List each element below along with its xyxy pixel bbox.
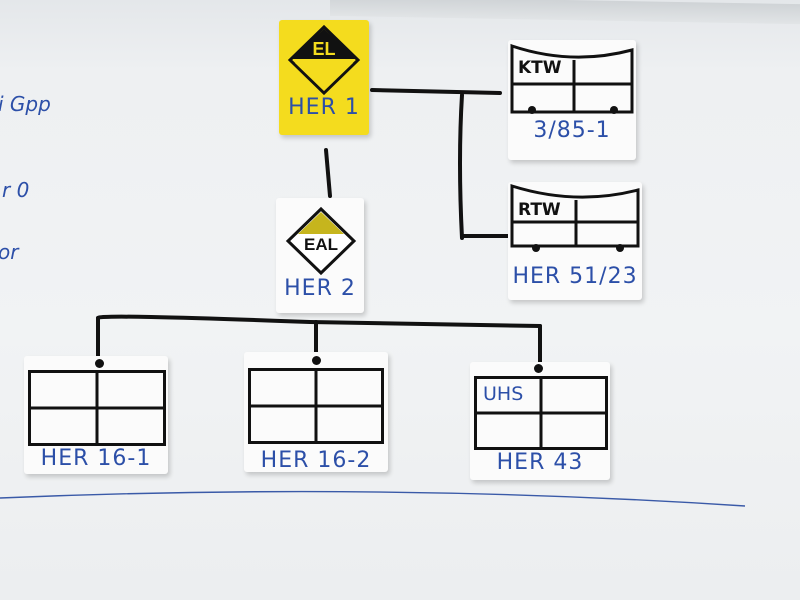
unit-grid xyxy=(248,368,384,444)
edge-note-1: i Gpp xyxy=(0,92,51,116)
unit-label-her16-1: HER 16-1 xyxy=(40,446,152,471)
connector-dot xyxy=(312,356,321,365)
connector-dot xyxy=(95,359,104,368)
unit-magnet-her16-2[interactable]: HER 16-2 xyxy=(244,352,388,473)
unit-inner-text-uhs: UHS xyxy=(483,383,524,405)
rtw-vehicle-icon xyxy=(510,183,640,252)
vehicle-label-rtw: HER 51/23 xyxy=(512,264,638,289)
line-el-to-vehicles xyxy=(370,88,502,95)
vehicle-label-ktw: 3/85-1 xyxy=(533,118,611,143)
unit-label-her43: HER 43 xyxy=(496,450,584,475)
el-diamond-icon: EL xyxy=(287,24,361,96)
el-symbol: EL xyxy=(312,39,335,59)
vehicle-magnet-rtw[interactable]: RTW HER 51/23 xyxy=(508,182,642,300)
commander-magnet-her2[interactable]: EAL HER 2 xyxy=(276,198,364,313)
ktw-vehicle-icon xyxy=(510,43,634,114)
eal-symbol: EAL xyxy=(304,235,338,254)
rtw-type: RTW xyxy=(518,200,561,220)
unit-label-her16-2: HER 16-2 xyxy=(260,448,372,473)
commander-label-her1: HER 1 xyxy=(288,95,360,120)
unit-magnet-her16-1[interactable]: HER 16-1 xyxy=(24,356,168,474)
eal-diamond-icon: EAL xyxy=(285,206,357,276)
whiteboard-marker-line xyxy=(0,490,746,507)
commander-label-her2: HER 2 xyxy=(284,276,356,301)
unit-grid xyxy=(28,370,166,446)
vehicle-magnet-ktw[interactable]: KTW 3/85-1 xyxy=(508,40,636,160)
line-vehicles-trunk xyxy=(458,93,464,240)
unit-magnet-her43[interactable]: UHS HER 43 xyxy=(470,362,610,480)
unit-grid: UHS xyxy=(474,376,608,450)
edge-note-2: r 0 xyxy=(2,178,30,202)
line-units-bus xyxy=(96,314,542,328)
ktw-type: KTW xyxy=(518,58,562,78)
connector-dot xyxy=(534,364,543,373)
edge-note-3: or xyxy=(0,240,19,264)
line-el-to-eal xyxy=(324,148,332,198)
commander-magnet-her1[interactable]: EL HER 1 xyxy=(279,20,369,135)
